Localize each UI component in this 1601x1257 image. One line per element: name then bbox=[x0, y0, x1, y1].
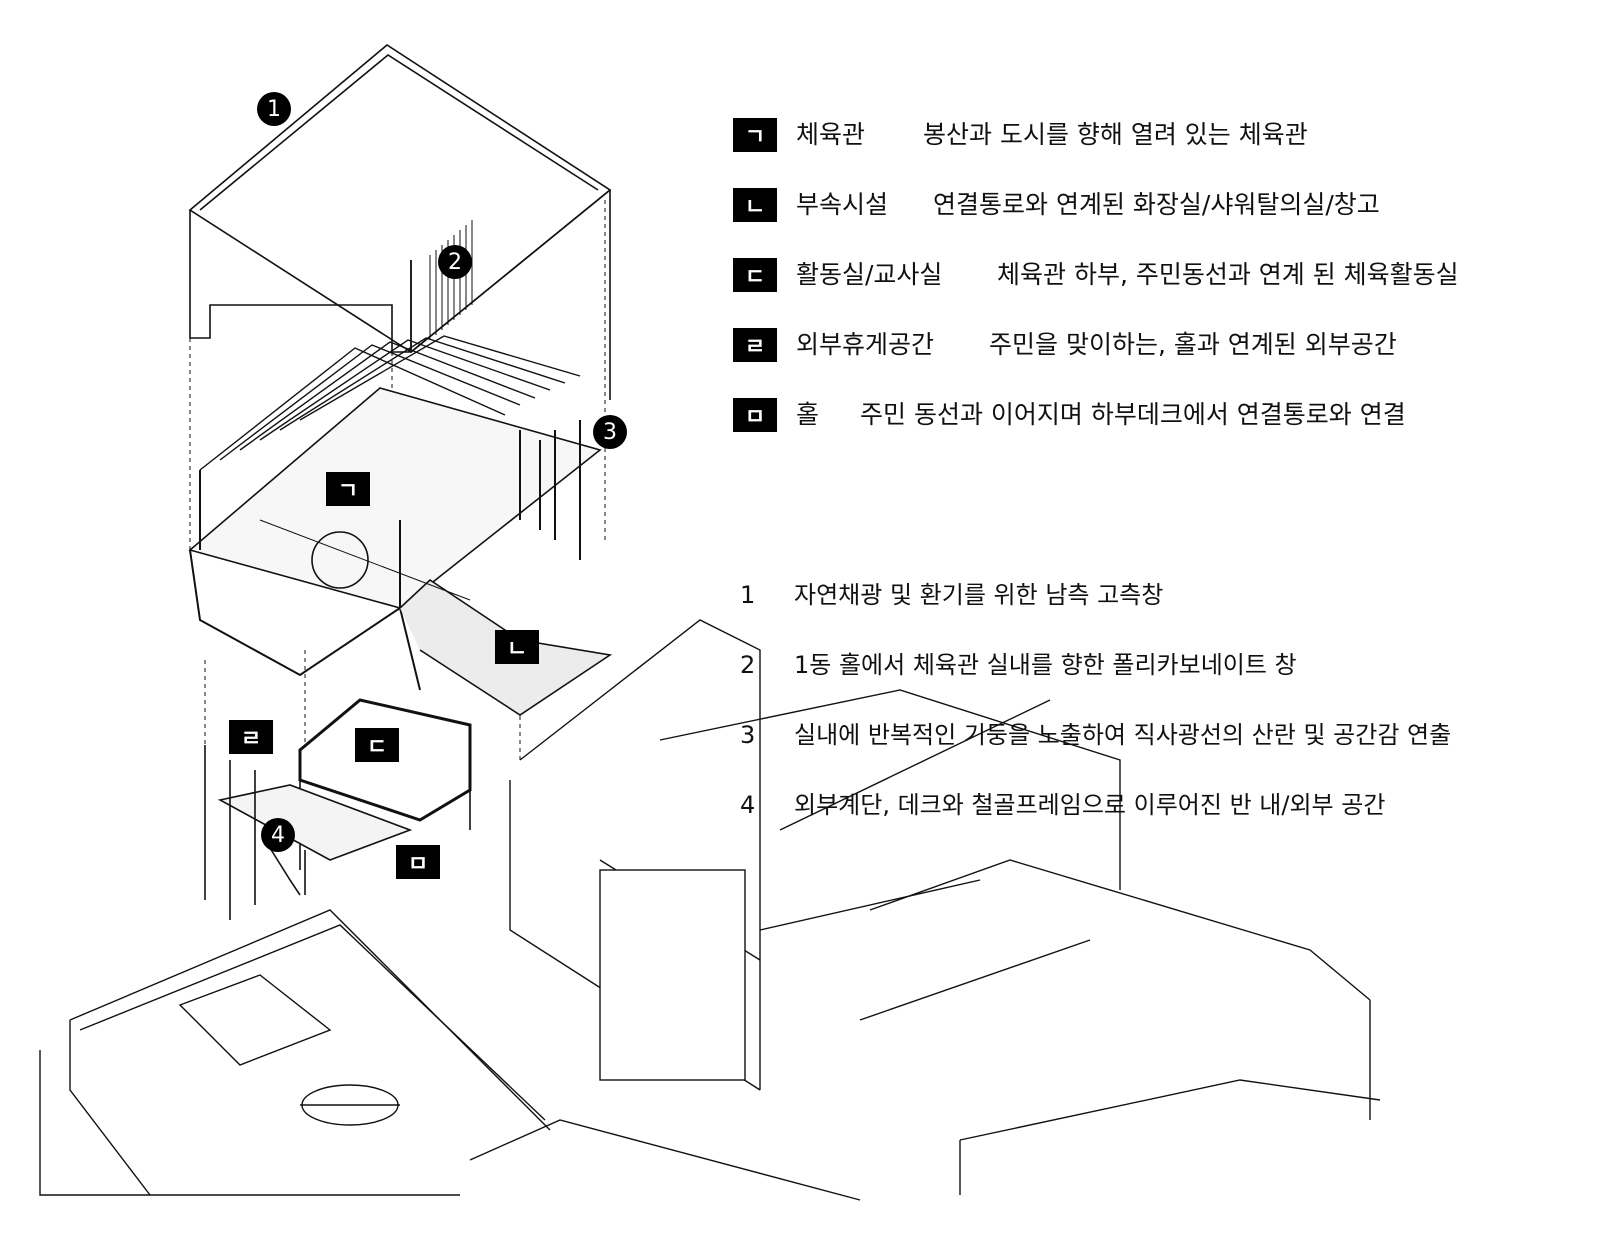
gym-frame bbox=[188, 335, 613, 716]
note-item: 3 실내에 반복적인 기둥을 노출하여 직사광선의 산란 및 공간감 연출 bbox=[740, 718, 1600, 788]
note-number: 3 bbox=[740, 721, 756, 749]
note-text: 1동 홀에서 체육관 실내를 향한 폴리카보네이트 창 bbox=[794, 651, 1297, 679]
note-text: 실내에 반복적인 기둥을 노출하여 직사광선의 산란 및 공간감 연출 bbox=[794, 721, 1452, 749]
tag-facility: ㄴ bbox=[495, 630, 539, 664]
legend-key: ㄴ bbox=[733, 188, 777, 222]
legend-name: 외부휴게공간 bbox=[796, 330, 935, 359]
legend-name: 부속시설 bbox=[796, 190, 889, 219]
legend-item: ㄴ 부속시설 연결통로와 연계된 화장실/샤워탈의실/창고 bbox=[733, 188, 1593, 258]
legend-desc: 주민 동선과 이어지며 하부데크에서 연결통로와 연결 bbox=[860, 400, 1406, 429]
note-text: 자연채광 및 환기를 위한 남측 고측창 bbox=[794, 581, 1164, 609]
existing-buildings bbox=[469, 619, 1381, 1201]
legend-desc: 봉산과 도시를 향해 열려 있는 체육관 bbox=[923, 120, 1308, 149]
program-legend: ㄱ 체육관 봉산과 도시를 향해 열려 있는 체육관 ㄴ 부속시설 연결통로와 … bbox=[733, 118, 1593, 468]
note-item: 4 외부계단, 데크와 철골프레임으로 이루어진 반 내/외부 공간 bbox=[740, 788, 1600, 858]
legend-item: ㄹ 외부휴게공간 주민을 맞이하는, 홀과 연계된 외부공간 bbox=[733, 328, 1593, 398]
legend-item: ㅁ 홀 주민 동선과 이어지며 하부데크에서 연결통로와 연결 bbox=[733, 398, 1593, 468]
note-number: 1 bbox=[740, 581, 756, 609]
marker-1: 1 bbox=[257, 92, 291, 126]
legend-key: ㄷ bbox=[733, 258, 777, 292]
note-number: 4 bbox=[740, 791, 756, 819]
note-text: 외부계단, 데크와 철골프레임으로 이루어진 반 내/외부 공간 bbox=[794, 791, 1386, 819]
legend-desc: 연결통로와 연계된 화장실/샤워탈의실/창고 bbox=[933, 190, 1380, 219]
tag-rest: ㄹ bbox=[229, 720, 273, 754]
marker-2: 2 bbox=[438, 245, 472, 279]
legend-name: 활동실/교사실 bbox=[796, 260, 943, 289]
note-item: 1 자연채광 및 환기를 위한 남측 고측창 bbox=[740, 578, 1600, 648]
design-notes: 1 자연채광 및 환기를 위한 남측 고측창 2 1동 홀에서 체육관 실내를 … bbox=[740, 578, 1600, 858]
note-item: 2 1동 홀에서 체육관 실내를 향한 폴리카보네이트 창 bbox=[740, 648, 1600, 718]
gym-roof-volume bbox=[188, 44, 612, 400]
legend-desc: 주민을 맞이하는, 홀과 연계된 외부공간 bbox=[989, 330, 1397, 359]
note-number: 2 bbox=[740, 651, 756, 679]
marker-3: 3 bbox=[593, 415, 627, 449]
legend-item: ㄷ 활동실/교사실 체육관 하부, 주민동선과 연계 된 체육활동실 bbox=[733, 258, 1593, 328]
legend-key: ㄱ bbox=[733, 118, 777, 152]
legend-name: 체육관 bbox=[796, 120, 866, 149]
tag-gym: ㄱ bbox=[326, 472, 370, 506]
tag-activity: ㄷ bbox=[355, 728, 399, 762]
legend-name: 홀 bbox=[796, 400, 820, 429]
legend-item: ㄱ 체육관 봉산과 도시를 향해 열려 있는 체육관 bbox=[733, 118, 1593, 188]
tag-hall: ㅁ bbox=[396, 845, 440, 879]
soccer-field bbox=[39, 909, 551, 1196]
legend-desc: 체육관 하부, 주민동선과 연계 된 체육활동실 bbox=[997, 260, 1459, 289]
legend-key: ㄹ bbox=[733, 328, 777, 362]
marker-4: 4 bbox=[261, 818, 295, 852]
legend-key: ㅁ bbox=[733, 398, 777, 432]
